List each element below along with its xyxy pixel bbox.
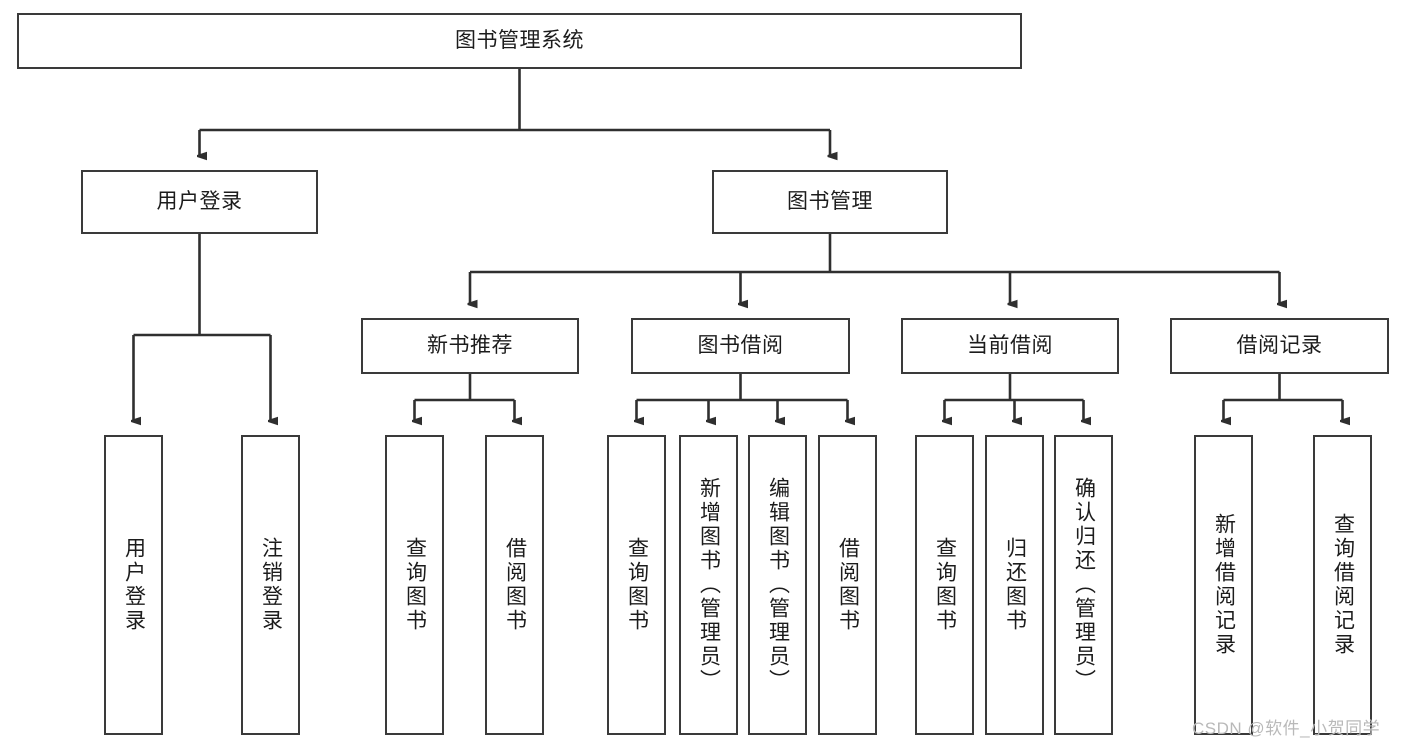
leaf-add-borrow-record[interactable]: 新增借阅记录 [1194, 435, 1253, 735]
csdn-watermark: CSDN @软件_小贺同学 [1192, 719, 1381, 738]
leaf-user-login-label: 用户登录 [122, 537, 146, 633]
node-root-label: 图书管理系统 [455, 29, 584, 53]
leaf-return-book[interactable]: 归还图书 [985, 435, 1044, 735]
leaf-query-borrow-record[interactable]: 查询借阅记录 [1313, 435, 1372, 735]
node-root[interactable]: 图书管理系统 [17, 13, 1022, 69]
node-new-book-recommend-label: 新书推荐 [427, 334, 513, 358]
node-book-borrow[interactable]: 图书借阅 [631, 318, 850, 374]
node-new-book-recommend[interactable]: 新书推荐 [361, 318, 579, 374]
node-user-login-label: 用户登录 [156, 190, 243, 214]
leaf-query-book-borrow[interactable]: 查询图书 [607, 435, 666, 735]
leaf-borrow-book-label: 借阅图书 [836, 537, 860, 633]
leaf-query-book-current-label: 查询图书 [933, 537, 957, 633]
leaf-edit-book-admin-label: 编辑图书（管理员） [766, 477, 790, 693]
leaf-borrow-book[interactable]: 借阅图书 [818, 435, 877, 735]
leaf-user-login[interactable]: 用户登录 [104, 435, 163, 735]
node-current-borrow[interactable]: 当前借阅 [901, 318, 1119, 374]
leaf-query-book-recommend-label: 查询图书 [403, 537, 427, 633]
node-book-management-label: 图书管理 [787, 190, 873, 214]
leaf-confirm-return-admin[interactable]: 确认归还（管理员） [1054, 435, 1113, 735]
leaf-add-book-admin[interactable]: 新增图书（管理员） [679, 435, 738, 735]
node-book-borrow-label: 图书借阅 [697, 334, 784, 358]
leaf-query-borrow-record-label: 查询借阅记录 [1331, 513, 1355, 657]
leaf-confirm-return-admin-label: 确认归还（管理员） [1072, 477, 1096, 693]
leaf-add-book-admin-label: 新增图书（管理员） [697, 477, 721, 693]
leaf-query-book-borrow-label: 查询图书 [625, 537, 649, 633]
leaf-query-book-recommend[interactable]: 查询图书 [385, 435, 444, 735]
node-current-borrow-label: 当前借阅 [967, 334, 1053, 358]
leaf-logout-label: 注销登录 [259, 537, 283, 633]
leaf-borrow-book-recommend-label: 借阅图书 [503, 537, 527, 633]
leaf-borrow-book-recommend[interactable]: 借阅图书 [485, 435, 544, 735]
leaf-add-borrow-record-label: 新增借阅记录 [1212, 513, 1236, 657]
leaf-edit-book-admin[interactable]: 编辑图书（管理员） [748, 435, 807, 735]
node-user-login[interactable]: 用户登录 [81, 170, 318, 234]
leaf-query-book-current[interactable]: 查询图书 [915, 435, 974, 735]
leaf-return-book-label: 归还图书 [1003, 537, 1027, 633]
node-borrow-record[interactable]: 借阅记录 [1170, 318, 1389, 374]
node-borrow-record-label: 借阅记录 [1236, 334, 1323, 358]
node-book-management[interactable]: 图书管理 [712, 170, 948, 234]
leaf-logout[interactable]: 注销登录 [241, 435, 300, 735]
